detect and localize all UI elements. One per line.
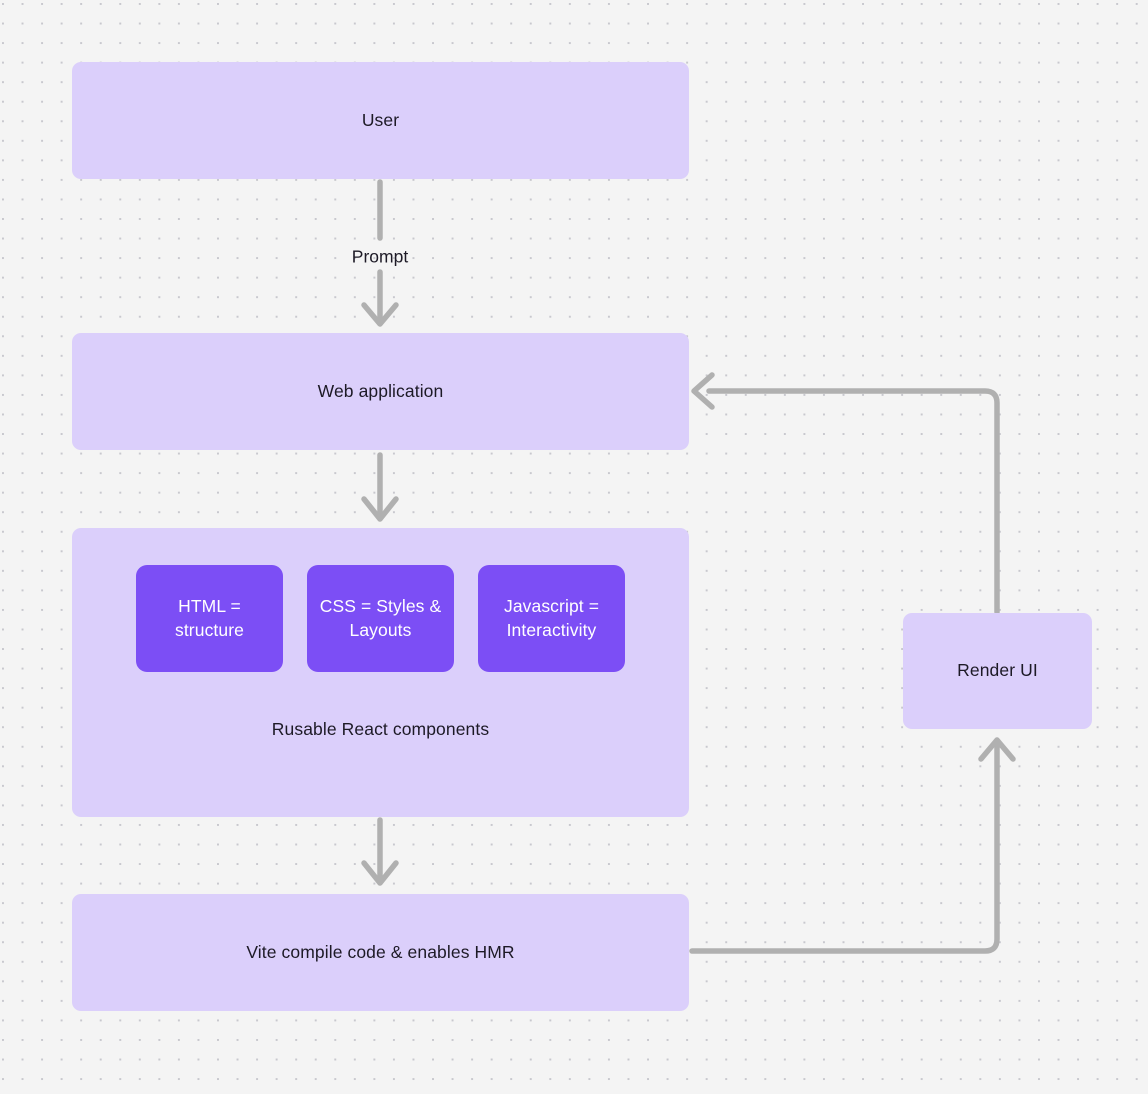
- edge-render-to-webapp: [691, 372, 1000, 615]
- edge-vite-to-render: [689, 737, 1016, 954]
- node-render-ui-label: Render UI: [957, 660, 1038, 681]
- node-vite[interactable]: Vite compile code & enables HMR: [72, 894, 689, 1011]
- edge-label-prompt: Prompt: [351, 246, 409, 267]
- node-components-group[interactable]: HTML = structure CSS = Styles & Layouts …: [72, 528, 689, 817]
- components-children-row: HTML = structure CSS = Styles & Layouts …: [136, 565, 625, 672]
- node-html-label: HTML = structure: [175, 596, 244, 640]
- node-web-application[interactable]: Web application: [72, 333, 689, 450]
- node-render-ui[interactable]: Render UI: [903, 613, 1092, 729]
- edge-components-to-vite: [361, 817, 399, 886]
- node-vite-label: Vite compile code & enables HMR: [246, 941, 515, 962]
- node-web-application-label: Web application: [317, 380, 444, 401]
- node-html[interactable]: HTML = structure: [136, 565, 283, 672]
- node-javascript-label: Javascript = Interactivity: [503, 596, 600, 640]
- components-group-caption: Rusable React components: [271, 719, 490, 739]
- node-css-label: CSS = Styles & Layouts: [319, 596, 442, 640]
- node-user[interactable]: User: [72, 62, 689, 179]
- node-user-label: User: [361, 109, 400, 130]
- node-javascript[interactable]: Javascript = Interactivity: [478, 565, 625, 672]
- edge-webapp-to-components: [361, 452, 399, 522]
- node-css[interactable]: CSS = Styles & Layouts: [307, 565, 454, 672]
